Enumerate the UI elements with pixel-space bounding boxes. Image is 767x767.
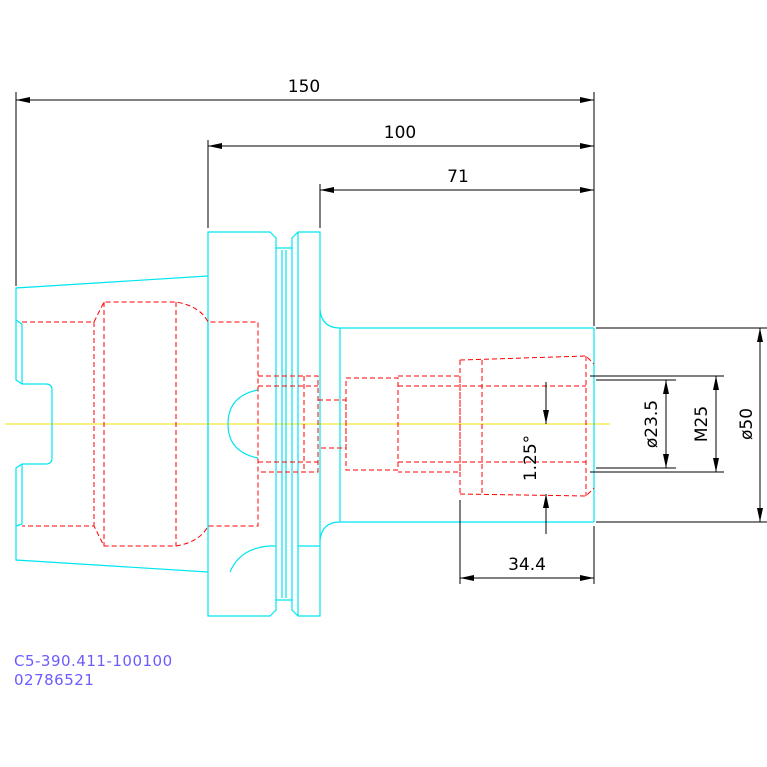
dim-thread: M25	[692, 406, 712, 442]
part-number: 02786521	[14, 671, 95, 689]
hidden-lines	[22, 301, 595, 547]
dim-length-flange: 100	[384, 123, 416, 143]
dim-length-body: 71	[447, 167, 469, 187]
dim-taper-angle: 1.25°	[521, 435, 541, 481]
holder-outline	[15, 231, 595, 617]
dim-diameter-outer: ø50	[737, 408, 757, 440]
dim-diameter-bore: ø23.5	[642, 400, 662, 448]
part-code: C5-390.411-100100	[14, 652, 173, 670]
part-identification: C5-390.411-100100 02786521	[14, 652, 173, 690]
dim-bore-depth: 34.4	[508, 555, 546, 575]
dimension-lines	[15, 92, 767, 584]
dim-overall-length: 150	[288, 77, 320, 97]
